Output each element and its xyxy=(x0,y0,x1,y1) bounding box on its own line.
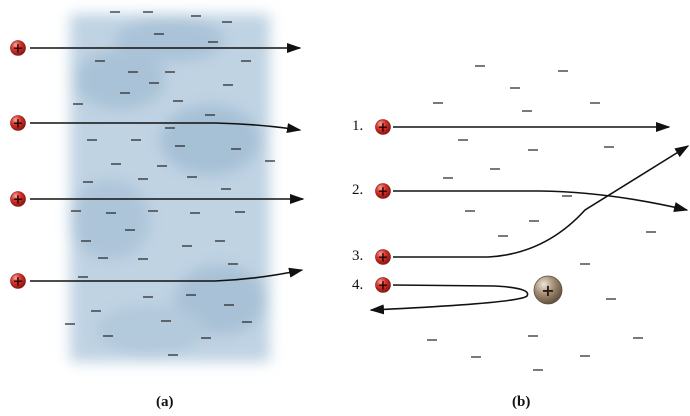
path-label-2: 2. xyxy=(352,182,364,198)
alpha-beams-a xyxy=(30,42,305,282)
caption-a: (a) xyxy=(156,394,174,410)
path-b-4 xyxy=(369,284,529,315)
alpha-particle-b-3: + xyxy=(375,249,391,266)
beam-a-4 xyxy=(30,267,304,282)
caption-b: (b) xyxy=(512,394,531,410)
svg-text:+: + xyxy=(378,121,389,136)
alpha-particle-a-2: + xyxy=(10,115,26,132)
path-b-2 xyxy=(393,190,689,212)
alpha-particles-b: + + + + xyxy=(375,119,391,294)
electron-markers-a xyxy=(65,11,275,356)
panel-b: + + + + + xyxy=(369,65,690,371)
alpha-particle-b-2: + xyxy=(375,183,391,200)
svg-text:+: + xyxy=(13,275,24,290)
panel-a: + + + + xyxy=(10,11,305,362)
svg-text:+: + xyxy=(378,279,389,294)
alpha-particle-a-3: + xyxy=(10,191,26,208)
alpha-paths-b xyxy=(369,121,690,315)
path-label-3: 3. xyxy=(352,248,364,264)
alpha-particle-b-1: + xyxy=(375,119,391,136)
nucleus-sign: + xyxy=(541,281,554,300)
positive-charge-cloud xyxy=(70,14,270,362)
svg-text:+: + xyxy=(13,117,24,132)
alpha-particle-b-4: + xyxy=(375,277,391,294)
path-label-1: 1. xyxy=(352,118,364,134)
beam-a-2 xyxy=(30,122,302,134)
alpha-particle-a-1: + xyxy=(10,40,26,57)
alpha-particles-a: + + + + xyxy=(10,40,26,290)
svg-text:+: + xyxy=(378,251,389,266)
path-label-4: 4. xyxy=(352,277,364,293)
electron-markers-b xyxy=(427,65,656,371)
svg-text:+: + xyxy=(13,193,24,208)
alpha-particle-a-4: + xyxy=(10,273,26,290)
nucleus: + xyxy=(533,275,563,305)
svg-text:+: + xyxy=(13,42,24,57)
path-b-3 xyxy=(393,145,690,258)
svg-text:+: + xyxy=(378,185,389,200)
